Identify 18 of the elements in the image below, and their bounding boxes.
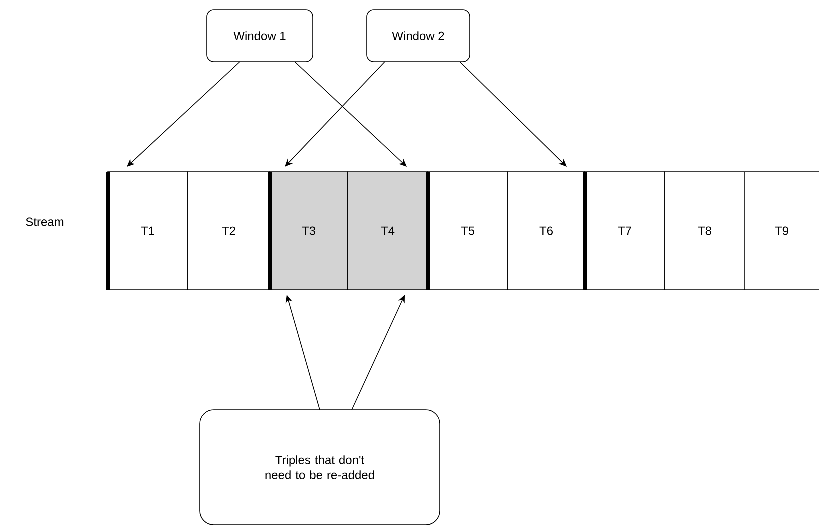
stream-cell: T6 <box>508 172 586 290</box>
arrow <box>285 62 386 167</box>
stream-cell: T8 <box>664 172 746 290</box>
arrow <box>127 62 240 167</box>
node-label: T9 <box>775 226 788 236</box>
arrow <box>460 62 567 167</box>
arrow <box>294 62 407 167</box>
note-box: Triples that don't need to be re-added <box>200 410 440 526</box>
stream-cell: T1 <box>108 172 188 290</box>
stream-cell: T3 <box>270 172 348 290</box>
window-box: Window 1 <box>206 10 314 62</box>
window-box: Window 2 <box>366 10 470 62</box>
stream-cell: T2 <box>188 172 270 290</box>
stream-cell: T5 <box>428 172 508 290</box>
stream-cell: T9 <box>744 172 819 290</box>
stream-cell: T4 <box>348 172 428 290</box>
stream-cell: T7 <box>584 172 666 290</box>
row-label: Stream <box>26 218 64 226</box>
